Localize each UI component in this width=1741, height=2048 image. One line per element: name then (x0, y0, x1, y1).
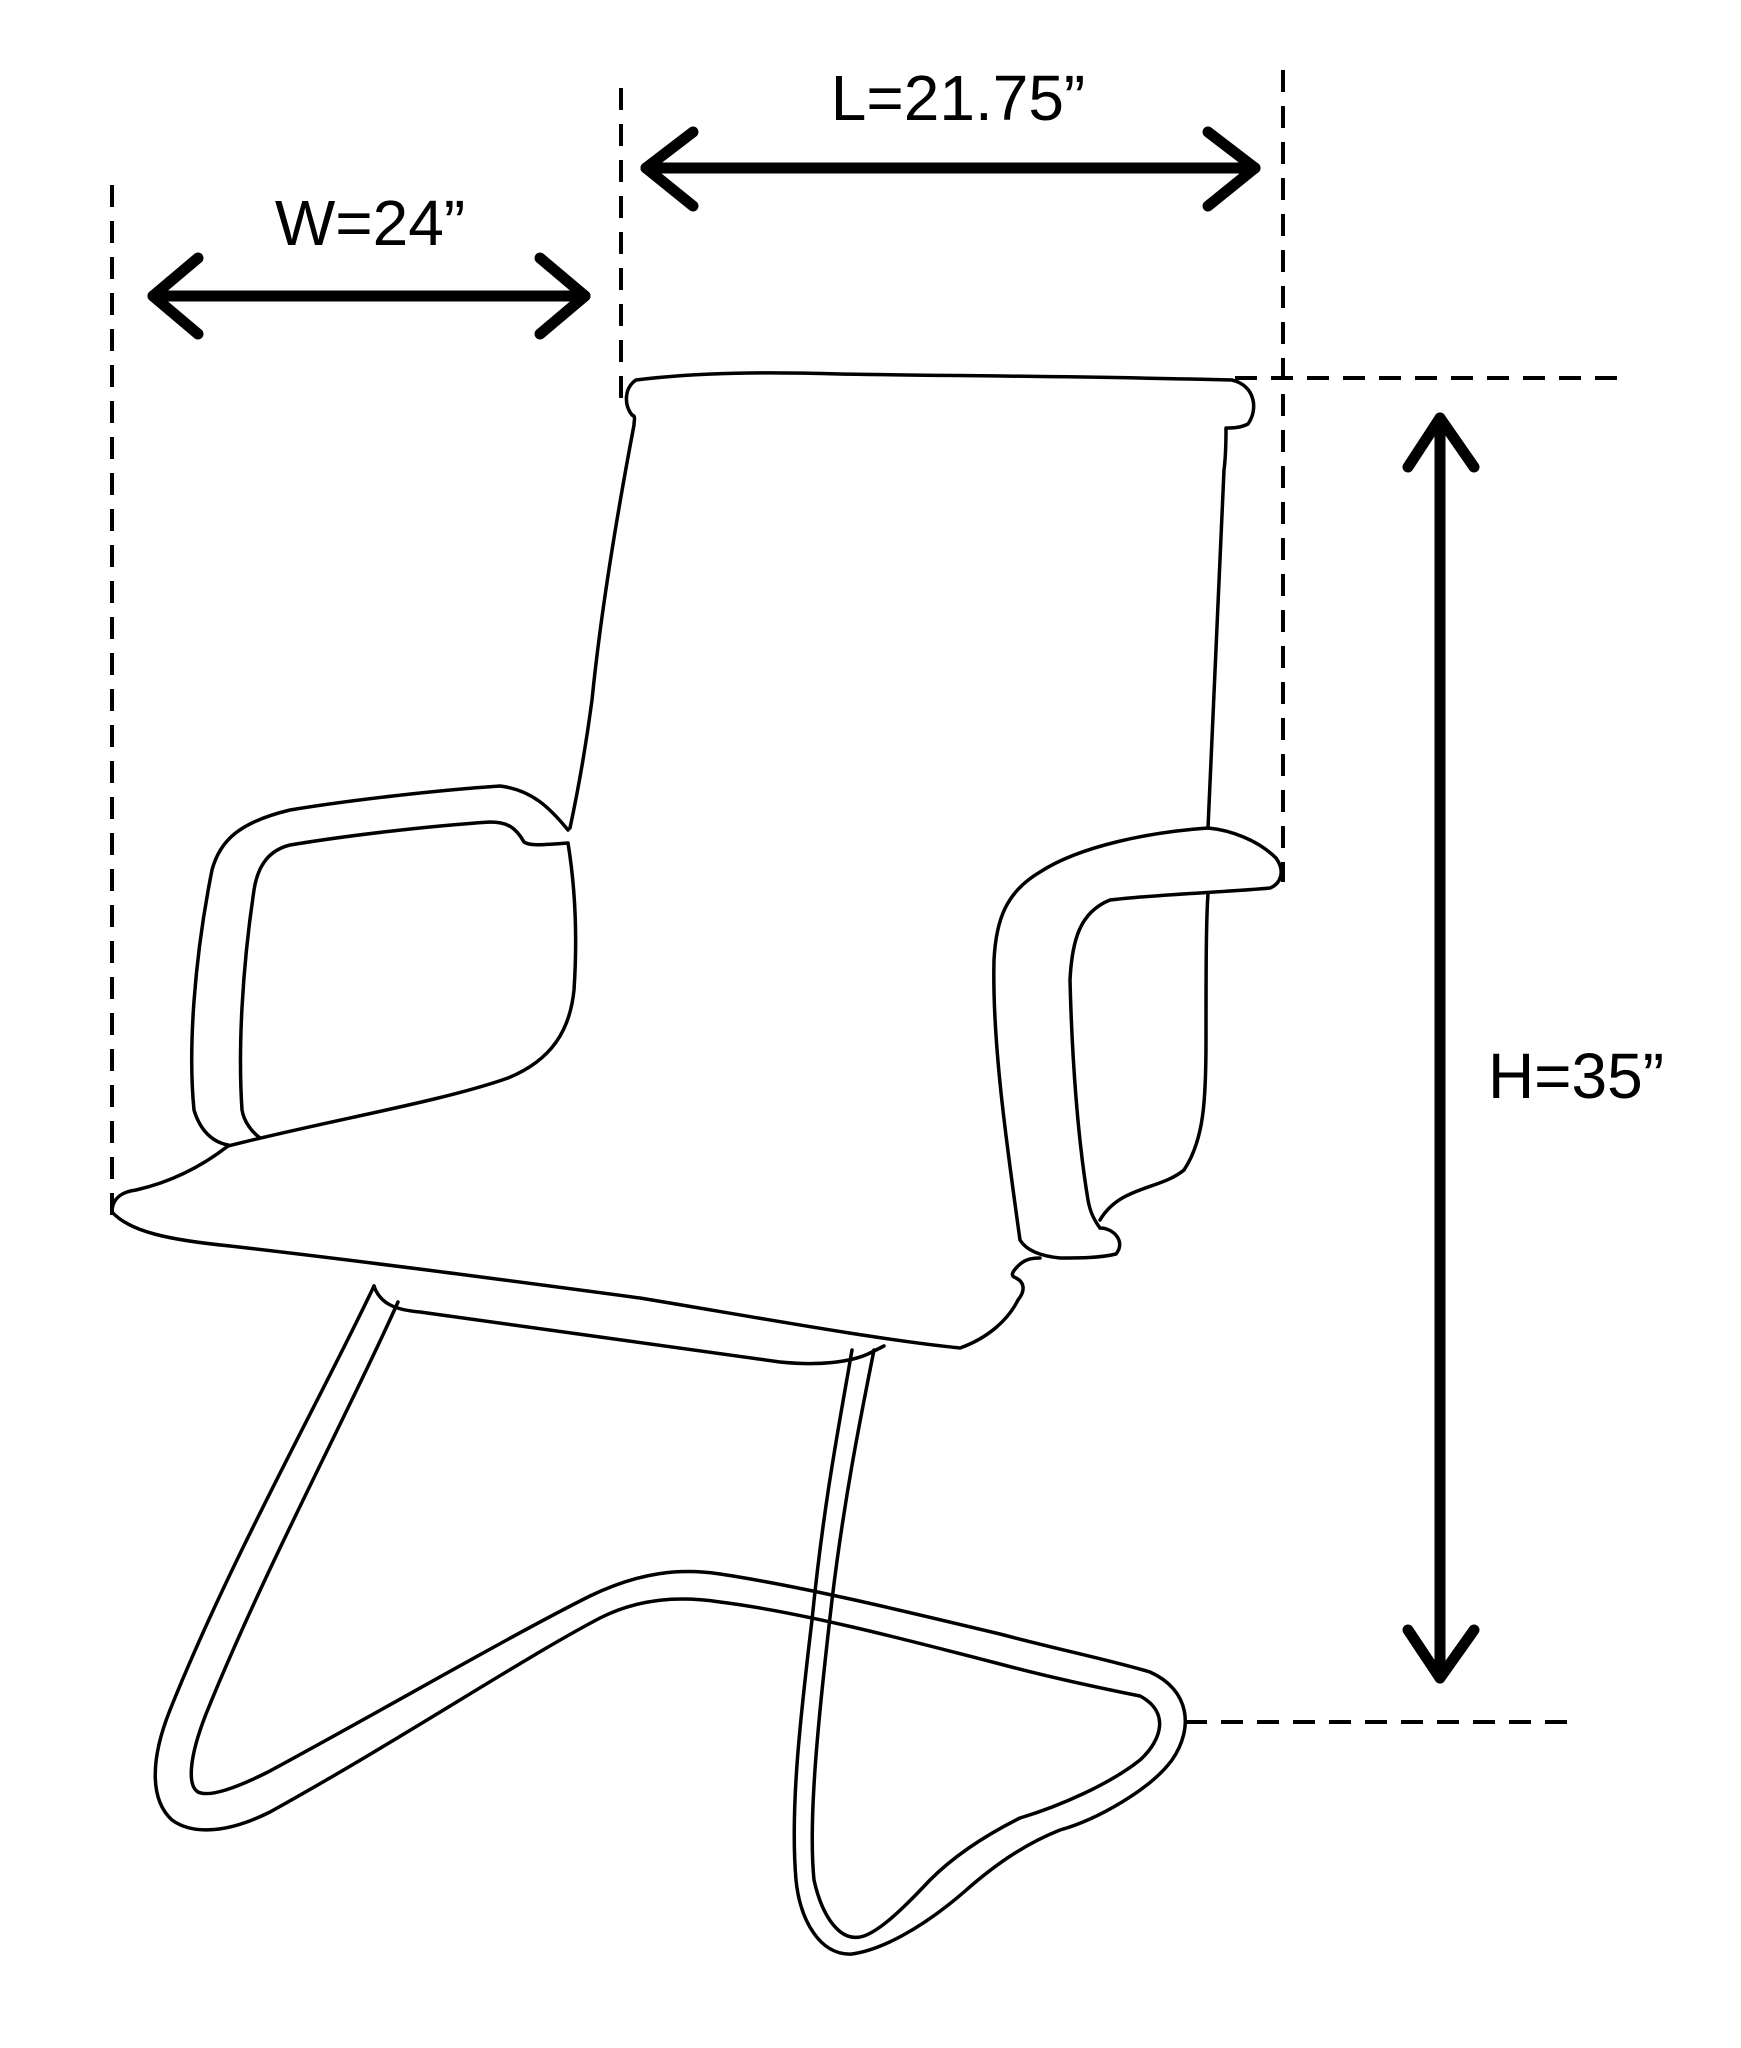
length-label: L=21.75” (831, 62, 1085, 134)
width-arrow (147, 252, 591, 340)
chair-backrest (568, 371, 1256, 830)
width-label: W=24” (275, 187, 465, 259)
chair-right-armrest (992, 826, 1283, 1260)
length-arrow (640, 126, 1261, 212)
chair-left-armrest (190, 784, 578, 1148)
extension-lines (110, 70, 1620, 1724)
height-label: H=35” (1488, 1040, 1664, 1112)
chair-seat (110, 1144, 1042, 1350)
chair-seat-underside (372, 1284, 886, 1366)
chair-base-frame (153, 1284, 1187, 1956)
chair-outline (110, 371, 1283, 1956)
height-arrow (1402, 412, 1480, 1684)
